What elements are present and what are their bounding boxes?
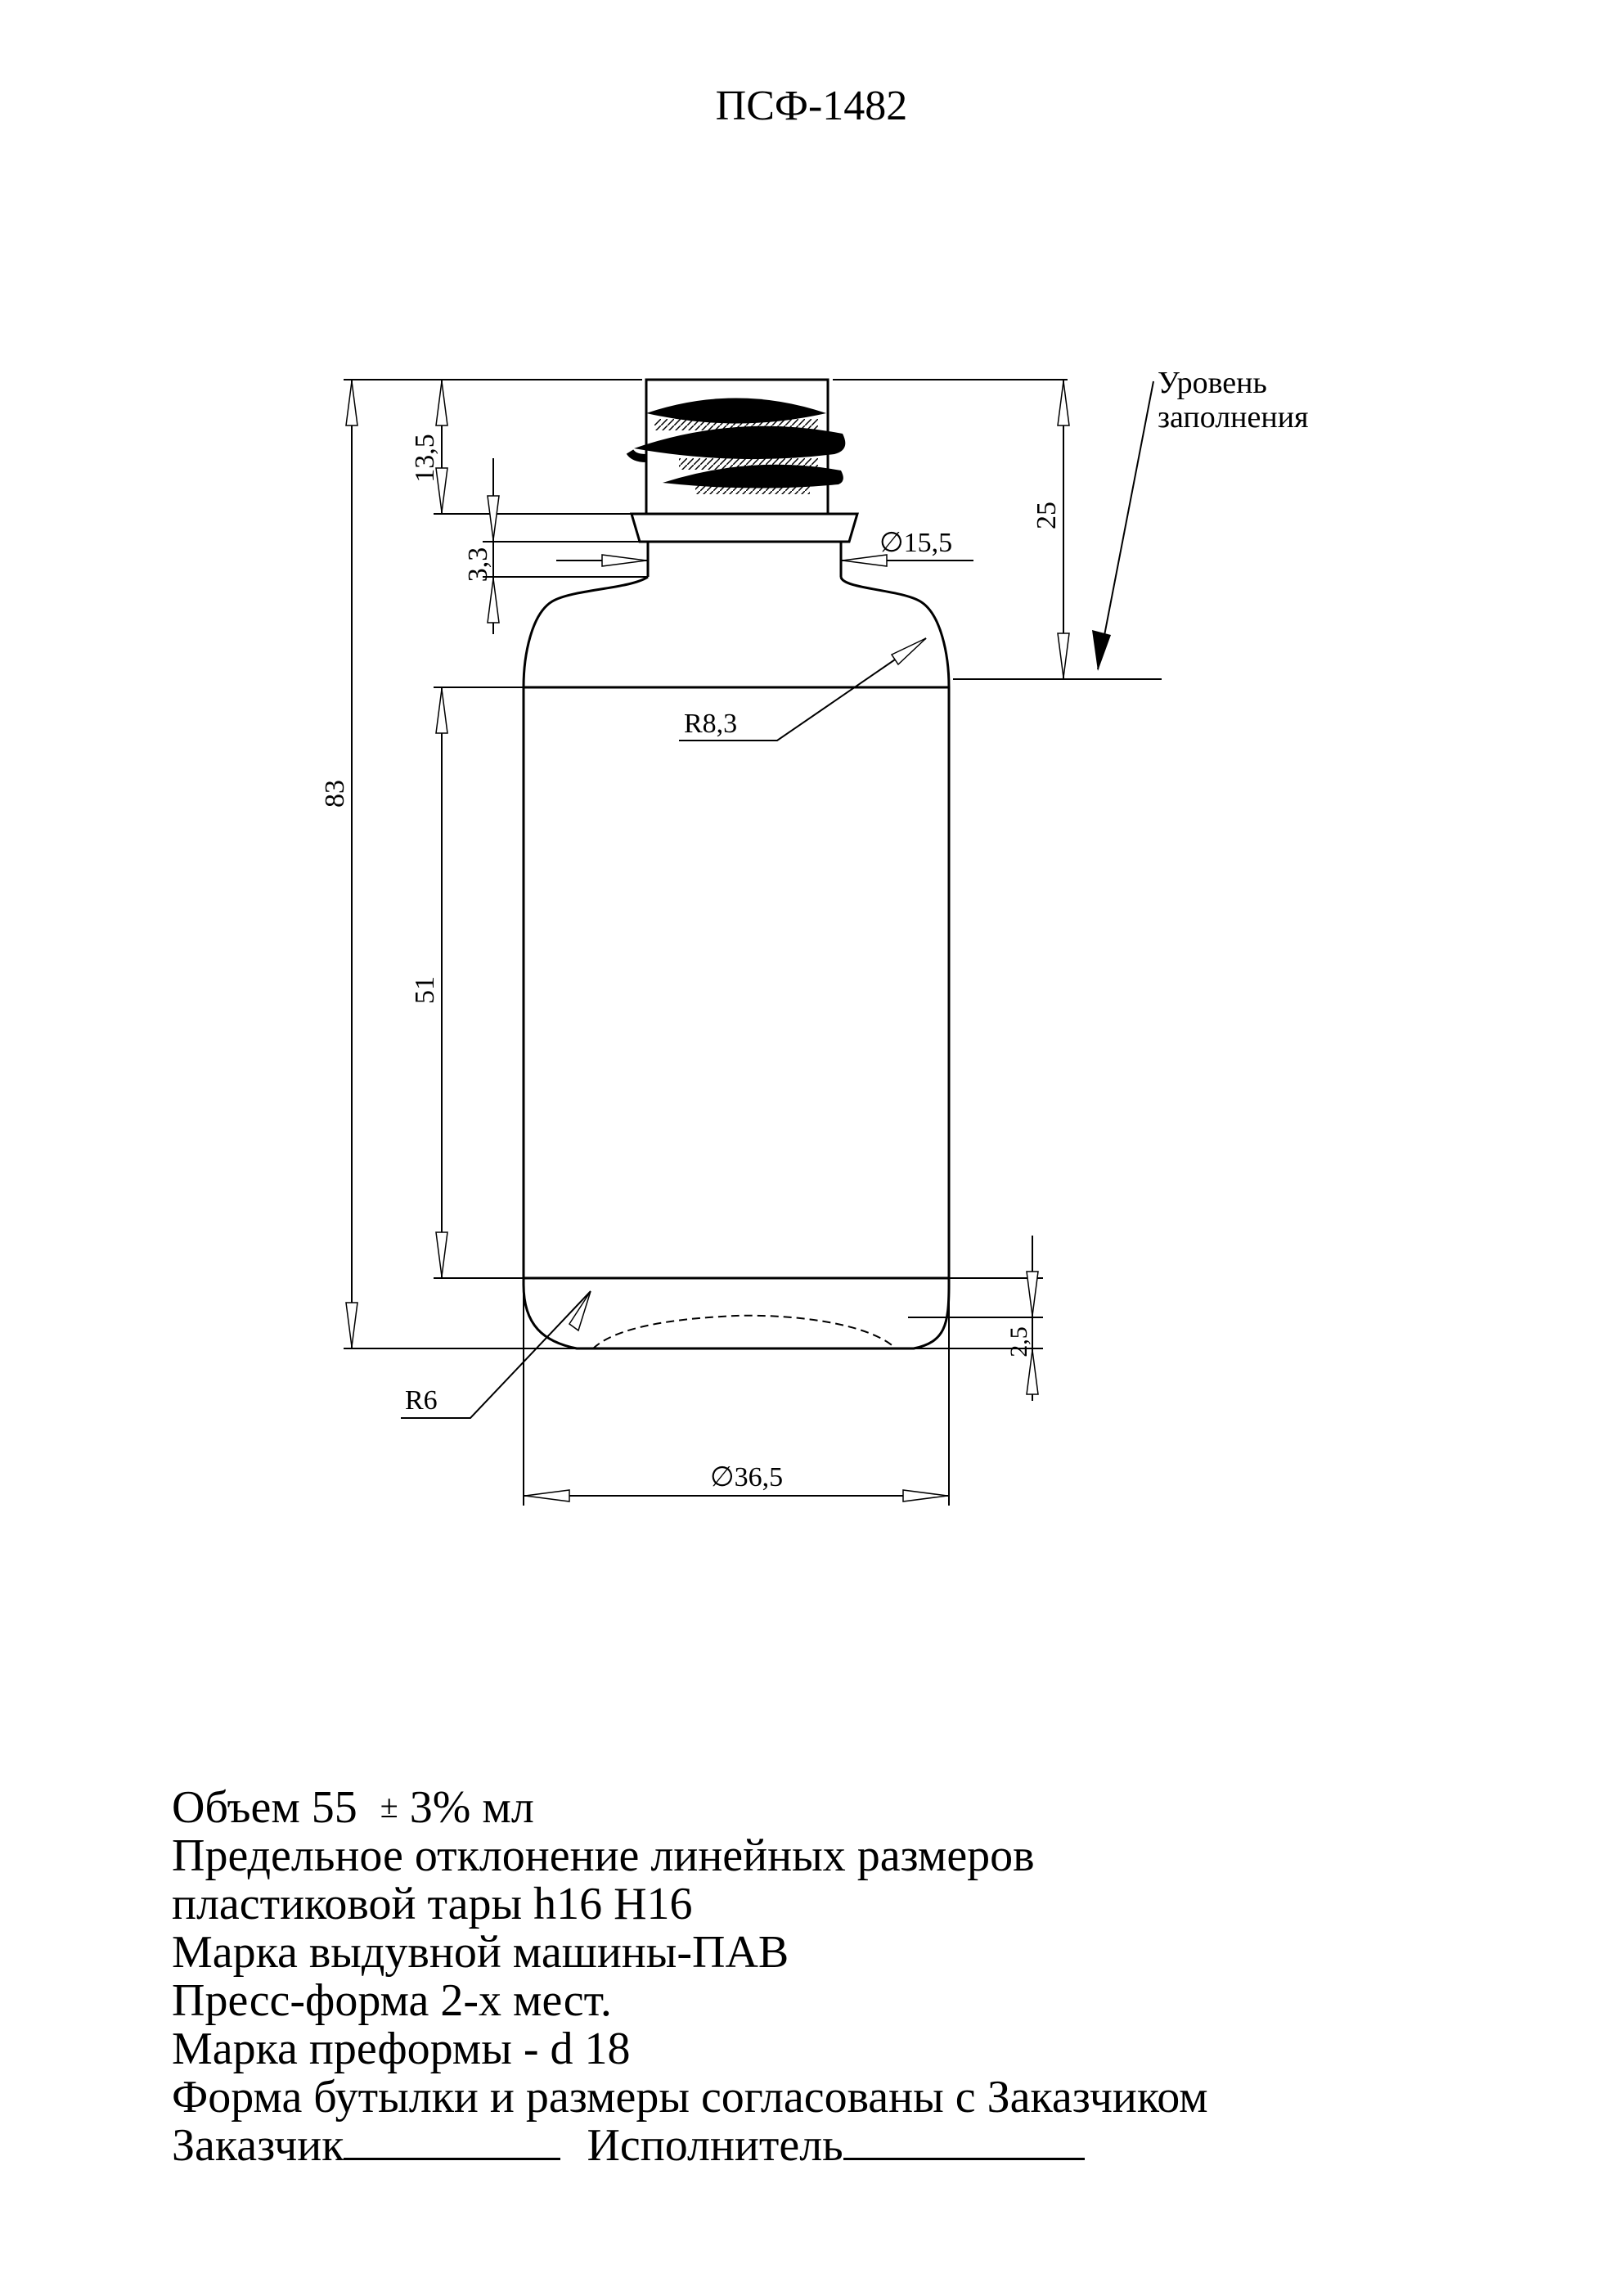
dim-collar-height: 3,3: [463, 547, 493, 583]
plus-minus-sign: ±: [380, 1788, 398, 1825]
note-tolerance: Предельное отклонение линейных размеров: [172, 1830, 1035, 1881]
note-agreement: Форма бутылки и размеры согласованы с За…: [172, 2072, 1208, 2123]
thread-3: [626, 449, 647, 462]
note-tolerance-class: пластиковой тары h16 H16: [172, 1879, 693, 1929]
thread-hatch-2: [679, 458, 818, 470]
fill-level-arrow: [1092, 630, 1111, 671]
bottle-outline: [522, 378, 951, 1350]
dimension-lines: [344, 379, 1162, 1506]
fill-level-label-2: заполнения: [1158, 400, 1309, 434]
signature-line: Заказчик Исполнитель: [172, 2122, 1208, 2170]
thread-2: [634, 425, 846, 460]
dim-bottom-radius: R6: [405, 1385, 438, 1416]
dim-neck-diameter: ∅15,5: [879, 528, 952, 558]
thread-hatch-1: [654, 419, 818, 430]
note-mold: Пресс-форма 2-х мест.: [172, 1975, 612, 2026]
dim-total-height: 83: [320, 780, 350, 808]
fill-level-leader: [1097, 380, 1154, 670]
contractor-signature-blank[interactable]: [843, 2125, 1085, 2160]
customer-signature-blank[interactable]: [344, 2125, 561, 2160]
bottle-drawing: 83 13,5 3,3 51 25 2,5 ∅15,5 ∅36,5 R8,3 R…: [320, 366, 1309, 1506]
fill-level-label-1: Уровень: [1158, 366, 1267, 400]
dim-fill-depth: 25: [1032, 502, 1062, 529]
customer-label: Заказчик: [172, 2120, 344, 2171]
thread-hatch-3: [695, 484, 810, 494]
note-machine: Марка выдувной машины-ПАВ: [172, 1927, 789, 1978]
note-volume: Объем 55 ± 3% мл: [172, 1782, 534, 1833]
thread-4: [663, 464, 843, 488]
thread-section: [626, 398, 846, 494]
radius-r8-3-leader: [679, 637, 927, 741]
dim-base-recess: 2,5: [1005, 1326, 1032, 1357]
neck-base: [646, 542, 843, 577]
neck-collar: [629, 512, 860, 543]
radius-r6-leader: [401, 1290, 591, 1419]
contractor-label: Исполнитель: [587, 2120, 843, 2171]
dim-body-diameter: ∅36,5: [710, 1462, 783, 1492]
specification-notes: Объем 55 ± 3% мл Предельное отклонение л…: [172, 1782, 1208, 2170]
note-preform: Марка преформы - d 18: [172, 2024, 631, 2074]
dim-shoulder-radius: R8,3: [684, 709, 737, 739]
base-recess: [592, 1314, 897, 1349]
dim-body-height: 51: [410, 976, 440, 1004]
thread-1: [646, 398, 826, 424]
drawing-title: ПСФ-1482: [715, 83, 908, 129]
arrowheads: [345, 380, 1070, 1502]
bottle-body: [522, 575, 951, 1350]
dim-neck-height: 13,5: [410, 434, 440, 483]
